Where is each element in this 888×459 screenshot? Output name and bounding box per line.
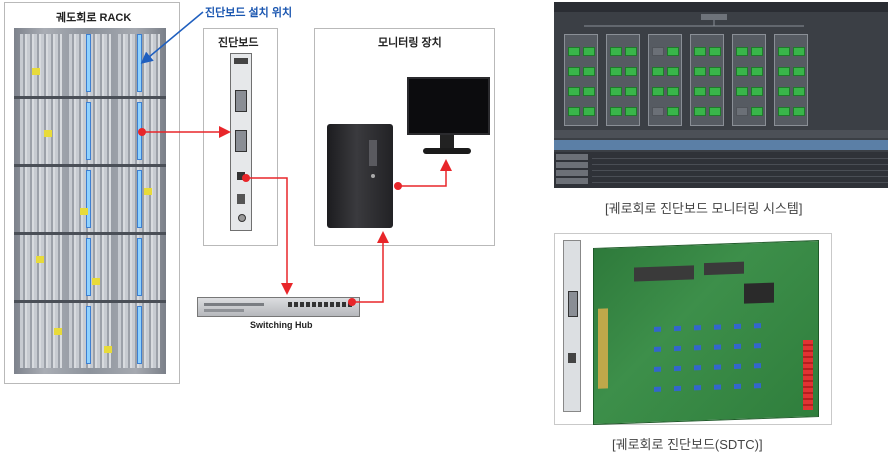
arrow-board-to-hub [246, 177, 293, 295]
monitoring-device-title: 모니터링 장치 [378, 37, 442, 49]
arrow-hub-to-pc [352, 231, 389, 303]
monitoring-system-caption: [궤로회로 진단보드 모니터링 시스템] [605, 201, 803, 216]
diag-board-title: 진단보드 [218, 37, 259, 49]
sdtc-pcb-image [593, 240, 819, 425]
sdtc-caption: [궤로회로 진단보드(SDTC)] [612, 437, 763, 452]
monitor-stand [440, 135, 454, 149]
sdtc-red-connector [803, 340, 813, 410]
switching-hub-label: Switching Hub [250, 320, 313, 330]
pc-tower-image [327, 124, 393, 228]
install-position-label: 진단보드 설치 위치 [205, 7, 293, 19]
arrow-pc-to-monitor [398, 159, 452, 187]
rack-title: 궤도회로 RACK [56, 12, 132, 24]
diag-board-image [230, 53, 252, 231]
monitor-image [407, 77, 490, 135]
install-position-pointer [140, 11, 204, 64]
sdtc-front-panel [563, 240, 581, 412]
monitor-base [423, 148, 471, 154]
switching-hub-image [197, 297, 360, 317]
track-circuit-rack-image [14, 28, 166, 374]
monitoring-system-screenshot [554, 2, 888, 188]
